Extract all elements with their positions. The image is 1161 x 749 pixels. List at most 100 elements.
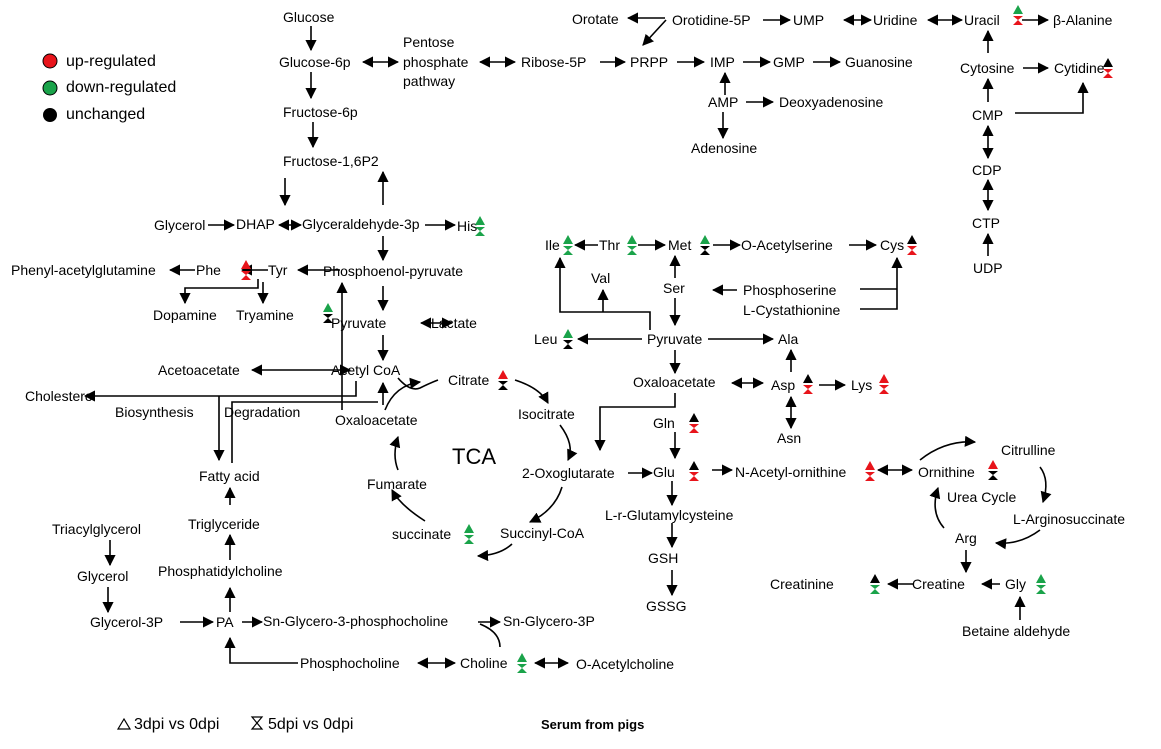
node-asp: Asp [771, 377, 795, 393]
legend-down-label: down-regulated [66, 79, 176, 96]
hourglass-5dpi-icon [879, 385, 889, 394]
node-lys: Lys [851, 377, 872, 393]
hourglass-5dpi-icon [241, 271, 251, 280]
regulation-marker [689, 461, 699, 481]
triangle-3dpi-icon [475, 216, 485, 225]
node-ser: Ser [663, 280, 685, 296]
regulation-marker [700, 235, 710, 255]
node-fructose-6p: Fructose-6p [283, 104, 358, 120]
node-uracil: Uracil [964, 12, 1000, 28]
node-lactate: Lactate [431, 315, 477, 331]
hourglass-5dpi-icon [689, 424, 699, 433]
node-gsh: GSH [648, 550, 678, 566]
regulation-marker [563, 329, 573, 349]
triangle-3dpi-icon [627, 235, 637, 244]
regulation-marker [241, 260, 251, 280]
hourglass-5dpi-icon [563, 340, 573, 349]
legend-down-dot [42, 80, 58, 96]
regulation-marker [517, 653, 527, 673]
node-fatty-acid: Fatty acid [199, 468, 260, 484]
node-acetoacetate: Acetoacetate [158, 362, 240, 378]
node-phosphocholine: Phosphocholine [300, 655, 400, 671]
node-ile: Ile [545, 237, 560, 253]
regulation-marker [475, 216, 485, 236]
node-fumarate: Fumarate [367, 476, 427, 492]
triangle-3dpi-icon [1013, 5, 1023, 14]
triangle-3dpi-icon [464, 524, 474, 533]
node-cmp: CMP [972, 107, 1003, 123]
triangle-legend-icon [116, 717, 132, 730]
node-citrate: Citrate [448, 372, 489, 388]
node-glu: Glu [653, 464, 675, 480]
legend-3dpi-label: 3dpi vs 0dpi [134, 716, 219, 733]
regulation-markers [241, 5, 1113, 673]
node-phe: Phe [196, 262, 221, 278]
node-succinyl-coa: Succinyl-CoA [500, 525, 585, 541]
triangle-3dpi-icon [323, 303, 333, 312]
triangle-3dpi-icon [907, 235, 917, 244]
node-amp: AMP [708, 94, 738, 110]
node-creatinine: Creatinine [770, 576, 834, 592]
node-tyr: Tyr [268, 262, 288, 278]
node-beta-alanine: β-Alanine [1053, 12, 1113, 28]
node-imp: IMP [710, 54, 735, 70]
hourglass-5dpi-icon [563, 246, 573, 255]
node-ctp: CTP [972, 215, 1000, 231]
marker-legend: 3dpi vs 0dpi 5dpi vs 0dpi Serum from pig… [116, 716, 644, 733]
node-sn-glycero-3p: Sn-Glycero-3P [503, 613, 595, 629]
node-2-oxoglutarate: 2-Oxoglutarate [522, 465, 615, 481]
node-fructose-16p2: Fructose-1,6P2 [283, 153, 379, 169]
node-oxaloacetate-right: Oxaloacetate [633, 374, 716, 390]
node-citrulline: Citrulline [1001, 442, 1056, 458]
node-cholesterol: Cholesterol [25, 388, 96, 404]
regulation-marker [689, 413, 699, 433]
hourglass-5dpi-icon [865, 472, 875, 481]
regulation-marker [563, 235, 573, 255]
label-degradation: Degradation [224, 404, 300, 420]
node-gmp: GMP [773, 54, 805, 70]
regulation-marker [865, 461, 875, 481]
regulation-marker [870, 574, 880, 594]
triangle-3dpi-icon [689, 413, 699, 422]
triangle-3dpi-icon [988, 460, 998, 469]
triangle-3dpi-icon [689, 461, 699, 470]
hourglass-5dpi-icon [1103, 69, 1113, 78]
legend-unchanged-dot [43, 108, 57, 122]
legend-up-label: up-regulated [66, 53, 156, 70]
metabolite-labels: Glucose Glucose-6p Pentose phosphate pat… [11, 9, 1125, 672]
legend: up-regulated down-regulated unchanged [42, 53, 176, 123]
node-glucose-6p: Glucose-6p [279, 54, 351, 70]
node-ornithine: Ornithine [918, 464, 975, 480]
node-glycerol-3p: Glycerol-3P [90, 614, 163, 630]
triangle-3dpi-icon [870, 574, 880, 583]
regulation-marker [1013, 5, 1023, 25]
node-leu: Leu [534, 331, 557, 347]
node-met: Met [668, 237, 691, 253]
node-dhap: DHAP [236, 216, 275, 232]
triangle-3dpi-icon [563, 329, 573, 338]
node-cdp: CDP [972, 162, 1002, 178]
node-succinate: succinate [392, 526, 451, 542]
node-arg: Arg [955, 530, 977, 546]
node-gly: Gly [1005, 576, 1026, 592]
node-phosphoserine: Phosphoserine [743, 282, 837, 298]
node-asn: Asn [777, 430, 801, 446]
node-ppp-line2: phosphate [403, 54, 469, 70]
node-creatine: Creatine [912, 576, 965, 592]
triangle-3dpi-icon [1036, 574, 1046, 583]
node-cytosine: Cytosine [960, 60, 1015, 76]
node-phosphatidylcholine: Phosphatidylcholine [158, 563, 283, 579]
node-ump: UMP [793, 12, 824, 28]
hourglass-5dpi-icon [498, 381, 508, 390]
hourglass-5dpi-icon [700, 246, 710, 255]
regulation-marker [803, 374, 813, 394]
hourglass-5dpi-icon [803, 385, 813, 394]
node-udp: UDP [973, 260, 1003, 276]
triangle-3dpi-icon [865, 461, 875, 470]
triangle-3dpi-icon [241, 260, 251, 269]
node-pyruvate-left: Pyruvate [331, 315, 386, 331]
triangle-3dpi-icon [879, 374, 889, 383]
regulation-marker [464, 524, 474, 544]
node-triacylglycerol: Triacylglycerol [52, 521, 141, 537]
